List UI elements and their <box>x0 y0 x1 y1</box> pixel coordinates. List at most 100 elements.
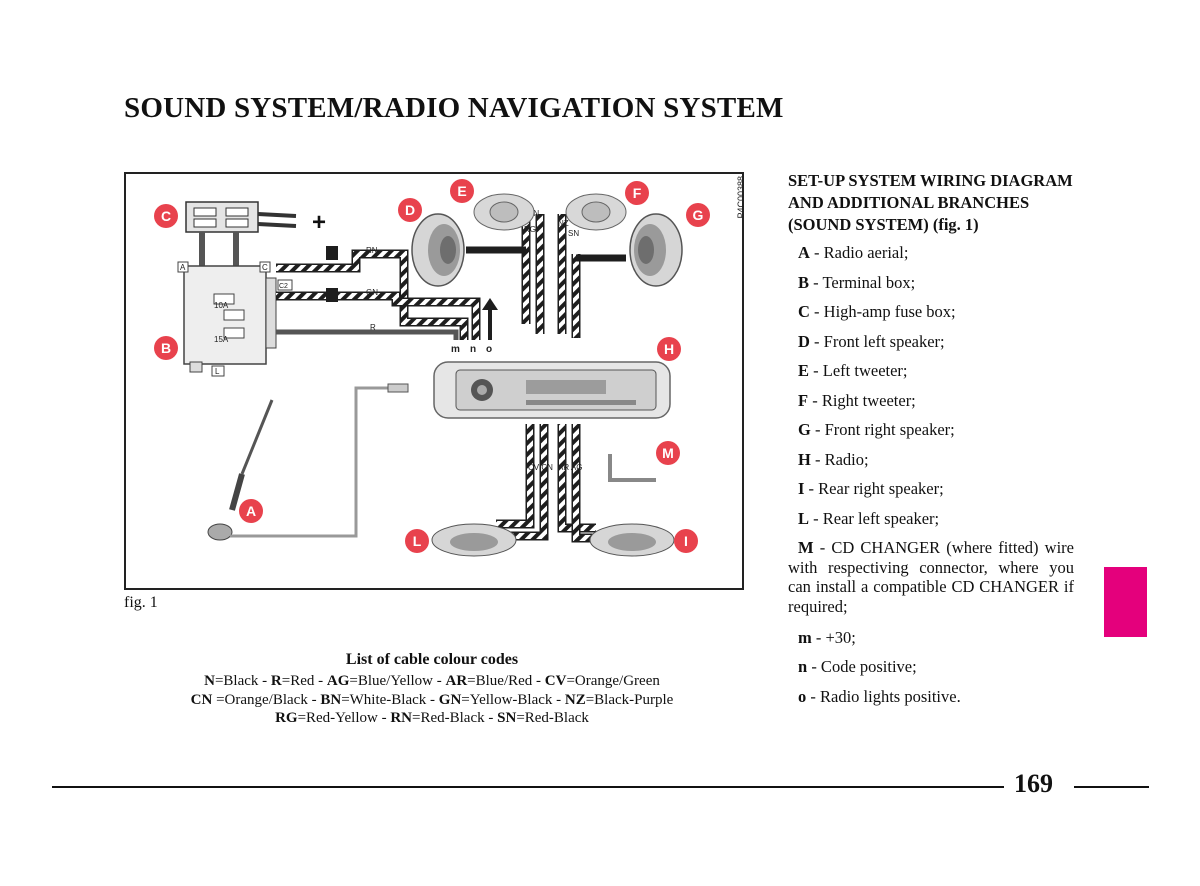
item-text: - Radio; <box>810 449 869 469</box>
code-sn-desc: =Red-Black <box>516 710 589 726</box>
code-ar-desc: =Blue/Red - <box>467 673 545 689</box>
item-text: - Rear right speaker; <box>804 479 944 498</box>
item-key: m <box>798 627 812 647</box>
item-key: M <box>798 538 814 557</box>
label-wire-gn: GN <box>366 288 378 297</box>
list-item: B - Terminal box; <box>788 273 1074 293</box>
list-item: D - Front left speaker; <box>788 332 1074 352</box>
code-rg: RG <box>275 710 298 726</box>
code-gn-desc: =Yellow-Black - <box>461 691 565 708</box>
item-key: o <box>798 686 807 706</box>
page-title: SOUND SYSTEM/RADIO NAVIGATION SYSTEM <box>124 92 784 124</box>
cable-colour-legend: List of cable colour codes N=Black - R=R… <box>124 651 740 728</box>
label-terminal-m: m <box>451 344 460 355</box>
code-cn: CN <box>190 691 213 708</box>
callout-h: H <box>664 341 674 357</box>
left-tweeter-graphic <box>473 193 535 231</box>
code-nz: NZ <box>564 691 586 708</box>
front-left-speaker-graphic <box>411 213 465 287</box>
code-bn: BN <box>320 691 342 708</box>
item-text: - +30; <box>811 627 856 647</box>
front-wiring <box>276 214 626 340</box>
code-n-desc: =Black - <box>214 673 271 689</box>
code-rn-desc: =Red-Black - <box>412 710 498 726</box>
figure-caption: fig. 1 <box>124 594 158 611</box>
item-key: D <box>798 331 810 351</box>
list-item: G - Front right speaker; <box>788 420 1074 440</box>
callout-e: E <box>457 183 466 199</box>
item-key: E <box>798 361 810 380</box>
rear-wiring <box>496 424 656 543</box>
component-list-heading: SET-UP SYSTEM WIRING DIAGRAM AND ADDITIO… <box>788 171 1073 234</box>
right-tweeter-graphic <box>565 193 627 231</box>
item-text: - Radio lights positive. <box>806 686 961 706</box>
code-ag: AG <box>326 673 350 689</box>
callout-i: I <box>684 533 688 549</box>
label-wire-rn: RN <box>366 246 378 255</box>
label-wire-r: R <box>370 323 376 332</box>
code-rg-desc: =Red-Yellow - <box>297 710 391 726</box>
terminal-box-b-graphic <box>177 261 293 377</box>
label-rear-ar-ag: AR AG <box>558 463 582 472</box>
code-ag-desc: =Blue/Yellow - <box>349 673 446 689</box>
list-item: m - +30; <box>788 628 1074 648</box>
list-item: F - Right tweeter; <box>788 391 1074 411</box>
item-text: - Radio aerial; <box>809 243 909 262</box>
list-item: L - Rear left speaker; <box>788 509 1074 529</box>
component-list: SET-UP SYSTEM WIRING DIAGRAM AND ADDITIO… <box>788 170 1074 716</box>
callout-d: D <box>405 202 415 218</box>
label-wire-rg: RG <box>524 225 536 234</box>
plus-symbol: + <box>312 209 326 236</box>
figure-code: P4C00388 <box>736 176 746 219</box>
item-text: - Rear left speaker; <box>809 508 940 528</box>
label-rear-cv-cn: CV CN <box>528 463 553 472</box>
item-key: C <box>798 302 810 321</box>
callouts: C B A D E F G H M L I <box>154 179 710 553</box>
page-number: 169 <box>1014 769 1053 798</box>
list-item: C - High-amp fuse box; <box>788 302 1074 322</box>
code-sn: SN <box>497 710 517 726</box>
callout-a: A <box>246 503 256 519</box>
callout-c: C <box>161 208 171 224</box>
item-key: n <box>798 657 808 676</box>
item-text: - Left tweeter; <box>809 361 908 380</box>
code-n: N <box>204 673 215 689</box>
front-right-speaker-graphic <box>629 213 683 287</box>
code-gn: GN <box>438 691 462 708</box>
callout-m: M <box>662 445 674 461</box>
list-item: I - Rear right speaker; <box>788 479 1074 499</box>
code-cv: CV <box>544 673 567 689</box>
legend-line: N=Black - R=Red - AG=Blue/Yellow - AR=Bl… <box>124 672 740 691</box>
item-key: H <box>798 449 811 469</box>
item-text: - Right tweeter; <box>808 390 916 410</box>
label-terminal-n: n <box>470 344 476 355</box>
item-key: B <box>798 272 810 292</box>
wiring-diagram: + A C C2 L 10A 15A <box>154 179 710 557</box>
list-item: A - Radio aerial; <box>788 243 1074 263</box>
item-key: G <box>798 420 811 439</box>
item-key: F <box>798 390 809 410</box>
list-item: H - Radio; <box>788 450 1074 470</box>
callout-g: G <box>693 207 704 223</box>
code-r: R <box>270 673 282 689</box>
rear-right-speaker-graphic <box>589 523 675 557</box>
legend-line: RG=Red-Yellow - RN=Red-Black - SN=Red-Bl… <box>124 709 740 728</box>
wiring-diagram-figure: + A C C2 L 10A 15A <box>124 172 744 590</box>
code-r-desc: =Red - <box>281 673 327 689</box>
item-text: - Terminal box; <box>809 272 916 292</box>
code-rn: RN <box>390 710 413 726</box>
label-wire-nz: NZ <box>558 219 569 228</box>
code-cv-desc: =Orange/Green <box>566 673 660 689</box>
list-item: o - Radio lights positive. <box>788 687 1074 707</box>
radio-aerial-graphic <box>207 383 409 541</box>
rear-left-speaker-graphic <box>431 523 517 557</box>
label-box-c: C <box>262 263 268 272</box>
label-wire-sn: SN <box>568 229 579 238</box>
item-text: - Code positive; <box>807 657 917 676</box>
code-bn-desc: =White-Black - <box>341 691 439 708</box>
radio-unit-graphic <box>433 361 671 419</box>
footer-rule-left <box>52 786 1004 788</box>
section-tab-marker <box>1104 567 1147 637</box>
legend-title: List of cable colour codes <box>345 651 519 668</box>
code-ar: AR <box>445 673 468 689</box>
